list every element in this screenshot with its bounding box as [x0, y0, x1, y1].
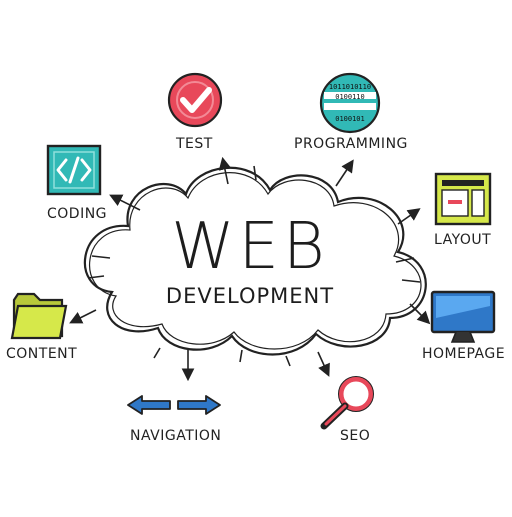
center-title: WEB	[171, 210, 329, 284]
node-label-homepage: HOMEPAGE	[422, 346, 506, 362]
navigation-arrows-icon	[127, 395, 221, 415]
node-label-content: CONTENT	[6, 346, 78, 362]
node-label-programming: PROGRAMMING	[294, 136, 408, 152]
arrow-to-coding	[109, 194, 141, 211]
node-label-seo: SEO	[340, 428, 371, 444]
node-label-test: TEST	[176, 136, 213, 152]
binary-row-1: 1011010110	[329, 83, 371, 91]
center-subtitle: DEVELOPMENT	[165, 284, 335, 308]
arrow-to-programming	[335, 159, 354, 187]
layout-icon	[434, 172, 492, 226]
test-icon	[167, 72, 223, 128]
binary-code-icon: 1011010110 0100110 0100101	[319, 72, 381, 134]
arrow-to-homepage	[409, 303, 431, 325]
binary-row-3: 0100101	[335, 115, 365, 123]
node-label-navigation: NAVIGATION	[130, 428, 222, 444]
node-label-layout: LAYOUT	[434, 232, 492, 248]
node-label-coding: CODING	[47, 206, 108, 222]
connectors	[69, 156, 431, 382]
arrow-to-content	[69, 309, 97, 324]
folder-icon	[10, 292, 68, 340]
arrow-to-test	[218, 156, 232, 185]
arrow-to-layout	[397, 208, 421, 225]
binary-row-2: 0100110	[335, 93, 365, 101]
monitor-icon	[430, 290, 496, 343]
code-brackets-icon	[46, 144, 102, 196]
arrow-to-seo	[317, 351, 330, 377]
magnifier-icon	[320, 376, 374, 430]
center-cloud	[83, 166, 427, 356]
